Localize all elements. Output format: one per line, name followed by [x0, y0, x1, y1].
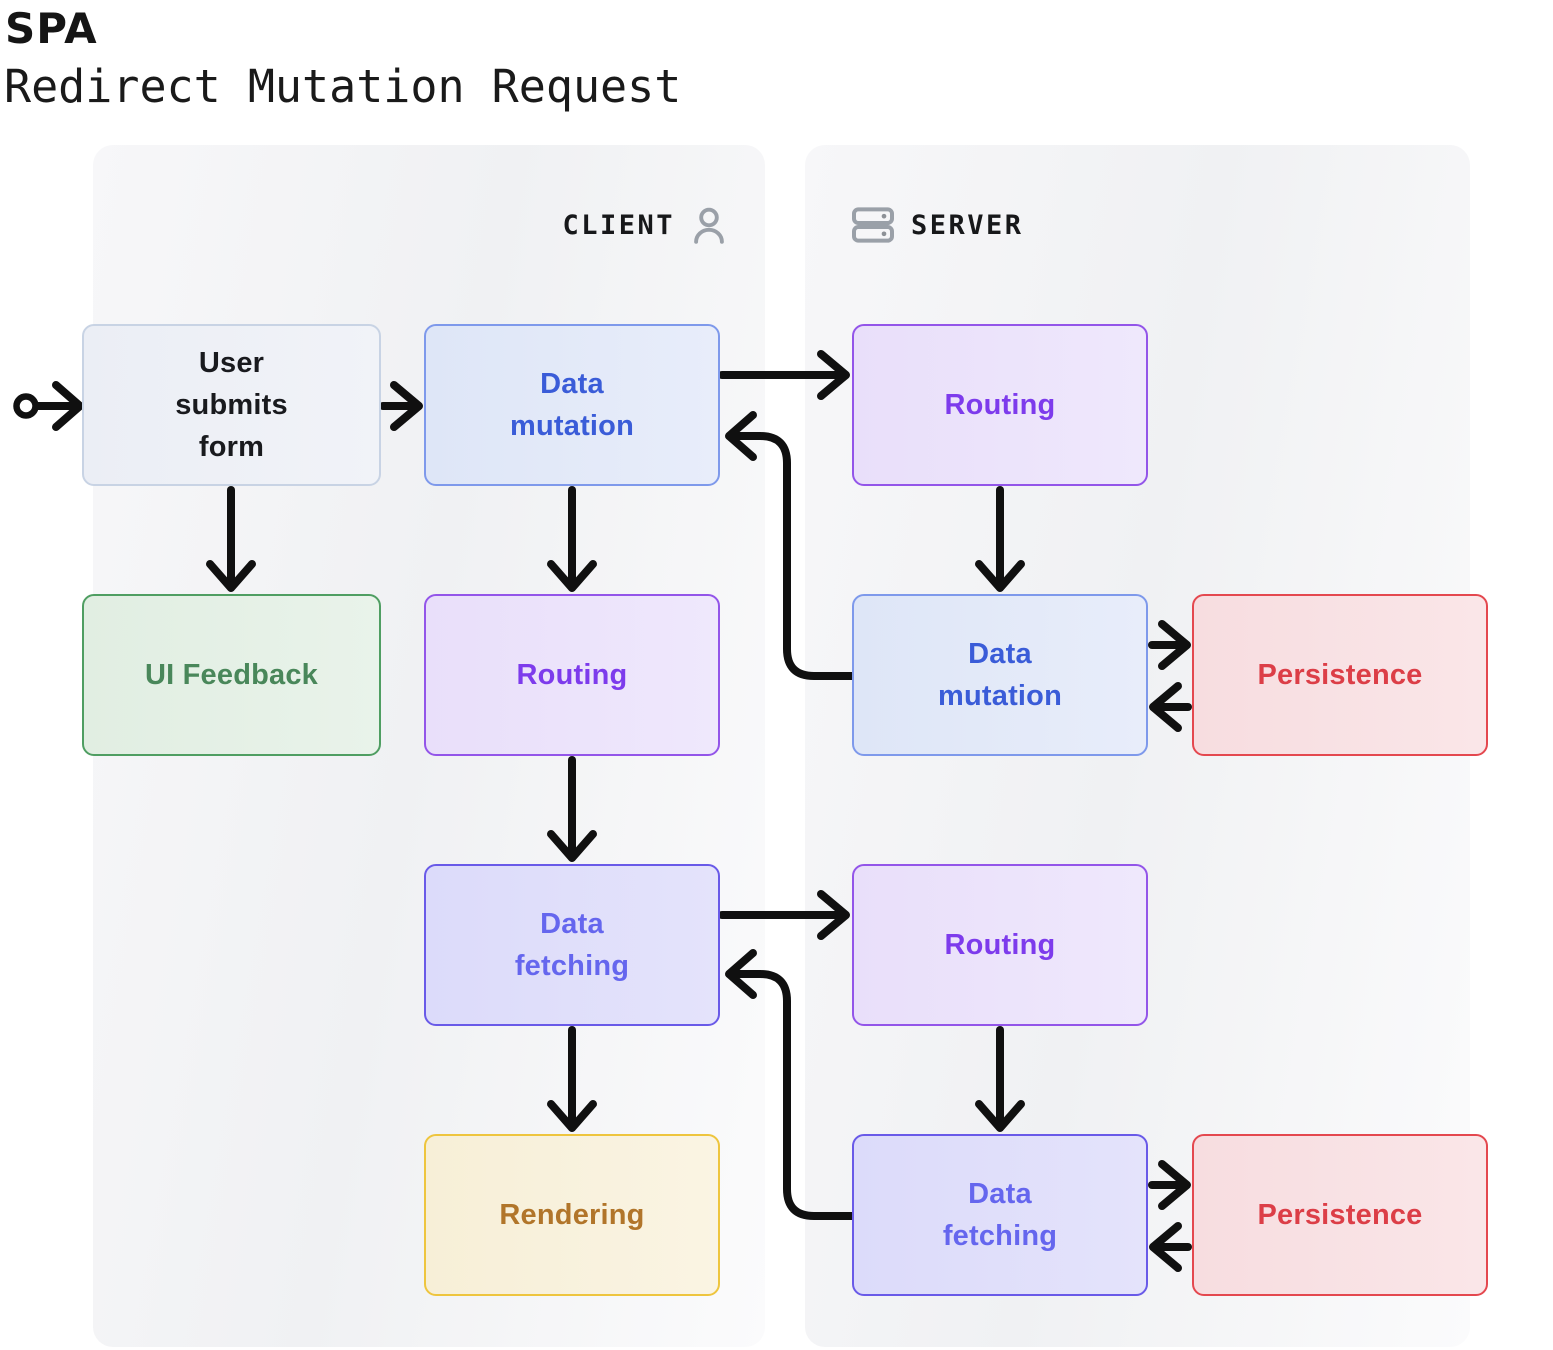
- node-ui-feedback-label: UI Feedback: [144, 658, 319, 691]
- node-data-mutation-server: Data mutation: [852, 594, 1148, 756]
- node-routing-client-label: Routing: [516, 658, 628, 691]
- server-panel-label: SERVER: [911, 209, 1024, 241]
- node-persistence-bottom: Persistence: [1192, 1134, 1488, 1296]
- node-ui-feedback: UI Feedback: [82, 594, 381, 756]
- node-data-mutation-client-label: Data mutation: [509, 367, 635, 442]
- server-panel-header: SERVER: [851, 203, 1024, 247]
- server-icon: [851, 205, 895, 245]
- node-routing-server-top: Routing: [852, 324, 1148, 486]
- node-data-fetching-client-label: Data fetching: [514, 907, 630, 982]
- client-panel-header: CLIENT: [93, 203, 727, 247]
- page-subtitle: Redirect Mutation Request: [4, 60, 682, 113]
- node-data-mutation-server-label: Data mutation: [937, 637, 1063, 712]
- node-user-submits-form: User submits form: [82, 324, 381, 486]
- node-routing-server-bottom-label: Routing: [944, 928, 1056, 961]
- flow-start-marker: [13, 381, 84, 431]
- node-routing-server-top-label: Routing: [944, 388, 1056, 421]
- node-persistence-top-label: Persistence: [1257, 658, 1423, 691]
- node-rendering-label: Rendering: [499, 1198, 645, 1231]
- page-title: SPA: [5, 4, 98, 53]
- node-routing-server-bottom: Routing: [852, 864, 1148, 1026]
- node-user-submits-form-label: User submits form: [175, 346, 288, 464]
- node-routing-client: Routing: [424, 594, 720, 756]
- person-icon: [691, 205, 727, 245]
- node-data-mutation-client: Data mutation: [424, 324, 720, 486]
- node-data-fetching-client: Data fetching: [424, 864, 720, 1026]
- node-data-fetching-server: Data fetching: [852, 1134, 1148, 1296]
- node-data-fetching-server-label: Data fetching: [942, 1177, 1058, 1252]
- node-persistence-top: Persistence: [1192, 594, 1488, 756]
- client-panel-label: CLIENT: [562, 209, 675, 241]
- node-persistence-bottom-label: Persistence: [1257, 1198, 1423, 1231]
- node-rendering: Rendering: [424, 1134, 720, 1296]
